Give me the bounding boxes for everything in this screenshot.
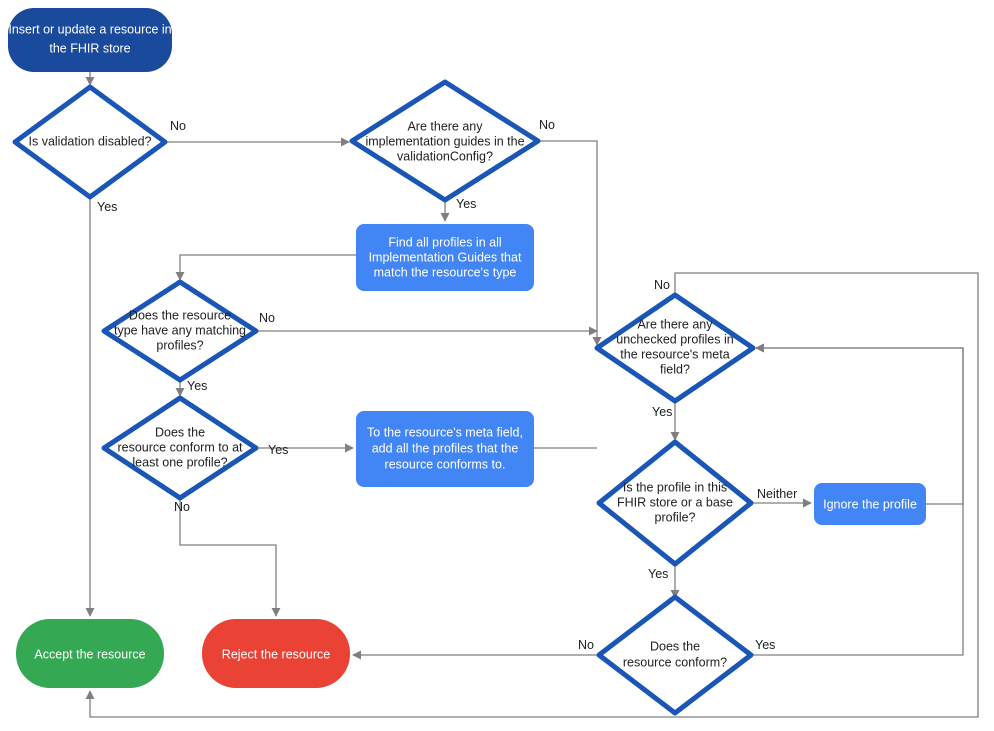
node-conform-one-profile-label-line-2: resource conform to at xyxy=(117,440,243,454)
node-add-profiles-meta-label-line-1: To the resource's meta field, xyxy=(367,425,523,439)
node-implementation-guides-label-line-3: validationConfig? xyxy=(397,149,493,163)
edge-label-unchecked-no: No xyxy=(654,278,670,292)
node-reject-label: Reject the resource xyxy=(222,647,330,661)
edge-conform-yes-to-unchecked xyxy=(751,343,964,656)
edge-label-unchecked-yes: Yes xyxy=(652,405,672,419)
node-profile-in-store-shape xyxy=(596,439,754,567)
node-conform-one-profile-label-line-3: least one profile? xyxy=(132,455,227,469)
node-find-profiles-label-line-1: Find all profiles in all xyxy=(388,235,501,249)
node-ignore-profile-shape xyxy=(814,483,926,525)
edge-label-conform-one-no: No xyxy=(174,500,190,514)
node-resource-conform[interactable]: Does the resource conform? xyxy=(596,594,754,716)
node-conform-one-profile-label-line-1: Does the xyxy=(155,425,205,439)
node-start-label-line-1: Insert or update a resource in xyxy=(8,22,171,36)
node-find-profiles[interactable]: Find all profiles in all Implementation … xyxy=(356,224,534,291)
node-conform-one-profile[interactable]: Does the resource conform to at least on… xyxy=(101,395,259,501)
node-start-shape xyxy=(8,8,172,72)
node-implementation-guides-shape xyxy=(349,79,541,203)
edge-conform-one-no-to-reject xyxy=(179,498,281,617)
node-reject-shape xyxy=(202,619,350,688)
node-profile-in-store[interactable]: Is the profile in this FHIR store or a b… xyxy=(596,439,754,567)
node-matching-profiles[interactable]: Does the resource type have any matching… xyxy=(101,279,259,383)
node-resource-conform-shape xyxy=(596,594,754,716)
node-unchecked-profiles-label-line-1: Are there any xyxy=(637,317,713,331)
node-validation-disabled-shape xyxy=(12,84,168,200)
edge-label-guides-yes: Yes xyxy=(456,197,476,211)
edge-guides-no-to-unchecked xyxy=(538,140,602,346)
connector-layer xyxy=(85,72,979,718)
edge-ignore-to-unchecked xyxy=(755,343,964,505)
edge-label-profile-yes: Yes xyxy=(648,567,668,581)
node-find-profiles-label-line-2: Implementation Guides that xyxy=(369,250,522,264)
node-conform-one-profile-shape xyxy=(101,395,259,501)
edge-label-guides-no: No xyxy=(539,118,555,132)
edge-label-validation-no: No xyxy=(170,119,186,133)
node-ignore-profile[interactable]: Ignore the profile xyxy=(814,483,926,525)
node-implementation-guides-label-line-2: implementation guides in the xyxy=(365,134,524,148)
node-add-profiles-meta-label-line-2: add all the profiles that the xyxy=(372,441,519,455)
node-validation-disabled-label: Is validation disabled? xyxy=(29,134,152,148)
edge-label-profile-neither: Neither xyxy=(757,487,797,501)
node-implementation-guides[interactable]: Are there any implementation guides in t… xyxy=(349,79,541,203)
node-add-profiles-meta-label-line-3: resource conforms to. xyxy=(385,457,506,471)
node-start-label-line-2: the FHIR store xyxy=(49,41,130,55)
node-accept[interactable]: Accept the resource xyxy=(16,619,164,688)
edge-label-validation-yes: Yes xyxy=(97,200,117,214)
node-ignore-profile-label: Ignore the profile xyxy=(823,497,917,511)
node-matching-profiles-label-line-2: type have any matching xyxy=(114,323,246,337)
edge-find-profiles-to-matching xyxy=(175,254,356,281)
node-reject[interactable]: Reject the resource xyxy=(202,619,350,688)
node-validation-disabled[interactable]: Is validation disabled? xyxy=(12,84,168,200)
node-find-profiles-label-line-3: match the resource's type xyxy=(374,265,517,279)
node-add-profiles-meta[interactable]: To the resource's meta field, add all th… xyxy=(356,411,534,487)
node-profile-in-store-label-line-2: FHIR store or a base xyxy=(617,495,733,509)
edge-label-conform-yes: Yes xyxy=(755,638,775,652)
node-unchecked-profiles-shape xyxy=(594,292,756,404)
edge-unchecked-no-to-right-loop xyxy=(85,272,979,718)
node-unchecked-profiles-label-line-3: the resource's meta xyxy=(620,347,729,361)
edge-label-conform-one-yes: Yes xyxy=(268,443,288,457)
node-add-profiles-meta-shape xyxy=(356,411,534,487)
node-start[interactable]: Insert or update a resource in the FHIR … xyxy=(8,8,172,72)
node-unchecked-profiles[interactable]: Are there any unchecked profiles in the … xyxy=(594,292,756,404)
node-implementation-guides-label-line-1: Are there any xyxy=(407,119,483,133)
node-matching-profiles-label-line-3: profiles? xyxy=(156,338,203,352)
node-unchecked-profiles-label-line-2: unchecked profiles in xyxy=(616,332,733,346)
node-accept-shape xyxy=(16,619,164,688)
node-matching-profiles-label-line-1: Does the resource xyxy=(129,308,231,322)
node-profile-in-store-label-line-3: profile? xyxy=(655,510,696,524)
node-unchecked-profiles-label-line-4: field? xyxy=(660,362,690,376)
edge-label-conform-no: No xyxy=(578,638,594,652)
edge-label-matching-yes: Yes xyxy=(187,379,207,393)
node-accept-label: Accept the resource xyxy=(34,647,145,661)
edge-label-matching-no: No xyxy=(259,311,275,325)
node-resource-conform-label-line-1: Does the xyxy=(650,639,700,653)
node-matching-profiles-shape xyxy=(101,279,259,383)
node-profile-in-store-label-line-1: Is the profile in this xyxy=(623,480,727,494)
edge-label-layer: No Yes No Yes No Yes Yes No No Yes Neith… xyxy=(97,118,797,652)
node-find-profiles-shape xyxy=(356,224,534,291)
node-resource-conform-label-line-2: resource conform? xyxy=(623,655,727,669)
